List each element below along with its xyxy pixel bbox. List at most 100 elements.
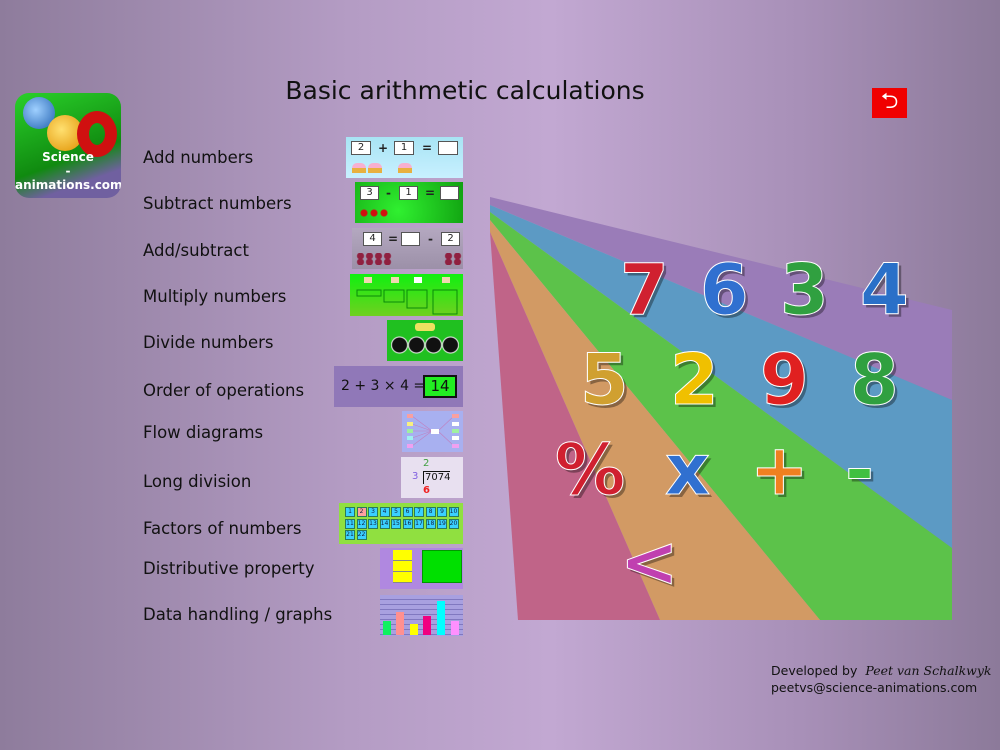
operand-b: 1 [399, 186, 418, 200]
menu-divide-numbers[interactable]: Divide numbers [143, 333, 274, 352]
factor-cell: 1 [345, 507, 355, 517]
credit-prefix: Developed by [771, 663, 858, 678]
back-button[interactable]: ⮌ [872, 88, 907, 118]
dividend: 7074 [423, 471, 451, 484]
author-name: Peet van Schalkwyk [865, 663, 992, 678]
multiply-grids [356, 277, 458, 315]
grapes-icon [356, 253, 392, 265]
divisor: 3 [412, 471, 419, 482]
equals-sign: = [425, 186, 436, 200]
factor-cell: 8 [425, 507, 436, 517]
page-title: Basic arithmetic calculations [285, 76, 645, 105]
minus-sign: - [428, 232, 433, 246]
operand-b: 1 [394, 141, 414, 155]
thumb-flow-diagrams[interactable] [402, 411, 463, 452]
digit-7: 7 [620, 249, 670, 331]
plus-sign: + [378, 141, 389, 155]
operand-a: 2 [351, 141, 371, 155]
menu-add-numbers[interactable]: Add numbers [143, 148, 254, 167]
menu-order-of-operations[interactable]: Order of operations [143, 381, 305, 400]
monster-faces-icon [391, 336, 459, 354]
thumb-subtract-numbers[interactable]: 3 - 1 = [355, 182, 463, 223]
logo-text-1: Science [42, 150, 94, 164]
factor-cell: 12 [356, 518, 367, 529]
factor-cell: 9 [437, 507, 447, 517]
factor-cell: 19 [437, 518, 447, 529]
menu-distributive-property[interactable]: Distributive property [143, 559, 315, 578]
stripe-pink [490, 232, 660, 620]
answer-box[interactable] [438, 141, 458, 155]
factor-cell: 13 [368, 518, 378, 529]
factor-cell: 20 [448, 518, 459, 529]
menu-multiply-numbers[interactable]: Multiply numbers [143, 287, 287, 306]
stripe-orange [490, 220, 820, 620]
operand-a: 4 [363, 232, 382, 246]
factor-cell: 21 [345, 530, 355, 540]
thumb-add-numbers[interactable]: 2 + 1 = [346, 137, 463, 178]
thumb-multiply-numbers[interactable] [350, 274, 463, 316]
ice-cream-icon [368, 163, 382, 173]
percent-sign: % [554, 429, 626, 511]
ice-cream-icon [398, 163, 412, 173]
times-sign: x [664, 429, 711, 511]
expression: 2 + 3 × 4 = [341, 378, 426, 394]
food-icon [415, 323, 435, 331]
gear-icon [77, 111, 117, 157]
back-arrow-icon: ⮌ [880, 89, 899, 114]
thumb-divide-numbers[interactable] [387, 320, 463, 361]
factor-cell: 4 [379, 507, 390, 517]
product: 6 [423, 485, 430, 496]
credits: Developed by Peet van Schalkwyk peetvs@s… [771, 662, 992, 696]
digit-9: 9 [760, 339, 810, 421]
equals-sign: = [388, 232, 399, 246]
answer-box: 14 [423, 375, 457, 398]
menu-subtract-numbers[interactable]: Subtract numbers [143, 194, 292, 213]
grapes-icon [444, 253, 462, 265]
factor-cell: 17 [414, 518, 424, 529]
factor-cell: 5 [391, 507, 401, 517]
flow-diagram [407, 414, 459, 448]
minus-sign: - [386, 186, 391, 200]
stripe-green [490, 212, 952, 620]
app-logo: Science-animations.com [15, 93, 121, 198]
digit-2: 2 [670, 339, 720, 421]
factor-cell: 11 [345, 518, 355, 529]
factor-cell: 16 [402, 518, 413, 529]
stripe-blue [490, 205, 952, 548]
digit-8: 8 [850, 339, 900, 421]
factor-cell: 14 [379, 518, 390, 529]
plus-sign: + [750, 429, 810, 511]
thumb-data-handling[interactable] [380, 595, 463, 636]
digit-4: 4 [860, 249, 910, 331]
factor-cell: 2 [356, 507, 367, 517]
ice-cream-icon [352, 163, 366, 173]
factor-cell: 3 [368, 507, 378, 517]
thumb-distributive-property[interactable] [380, 548, 463, 589]
thumb-long-division[interactable]: 2 3 7074 6 [401, 457, 463, 498]
thumb-add-subtract[interactable]: 4 = - 2 [352, 228, 463, 269]
bar-chart-thumbnail [383, 601, 459, 635]
answer-box[interactable] [401, 232, 420, 246]
thumb-order-of-operations[interactable]: 2 + 3 × 4 = 14 [334, 366, 463, 407]
author-email[interactable]: peetvs@science-animations.com [771, 680, 978, 695]
green-grid [422, 550, 462, 583]
factor-cell: 18 [425, 518, 436, 529]
stripe-purple [490, 197, 952, 400]
menu-flow-diagrams[interactable]: Flow diagrams [143, 423, 264, 442]
menu-data-handling[interactable]: Data handling / graphs [143, 605, 333, 624]
menu-add-subtract[interactable]: Add/subtract [143, 241, 249, 260]
quotient: 2 [423, 458, 430, 469]
factor-cell: 22 [356, 530, 367, 540]
factor-cell: 7 [414, 507, 424, 517]
apple-icon [359, 209, 389, 217]
answer-box[interactable] [440, 186, 459, 200]
minus-sign: - [844, 429, 875, 511]
digit-5: 5 [580, 339, 630, 421]
factor-cell: 10 [448, 507, 459, 517]
menu-long-division[interactable]: Long division [143, 472, 252, 491]
digit-6: 6 [700, 249, 750, 331]
operand-b: 2 [441, 232, 460, 246]
menu-factors-of-numbers[interactable]: Factors of numbers [143, 519, 302, 538]
